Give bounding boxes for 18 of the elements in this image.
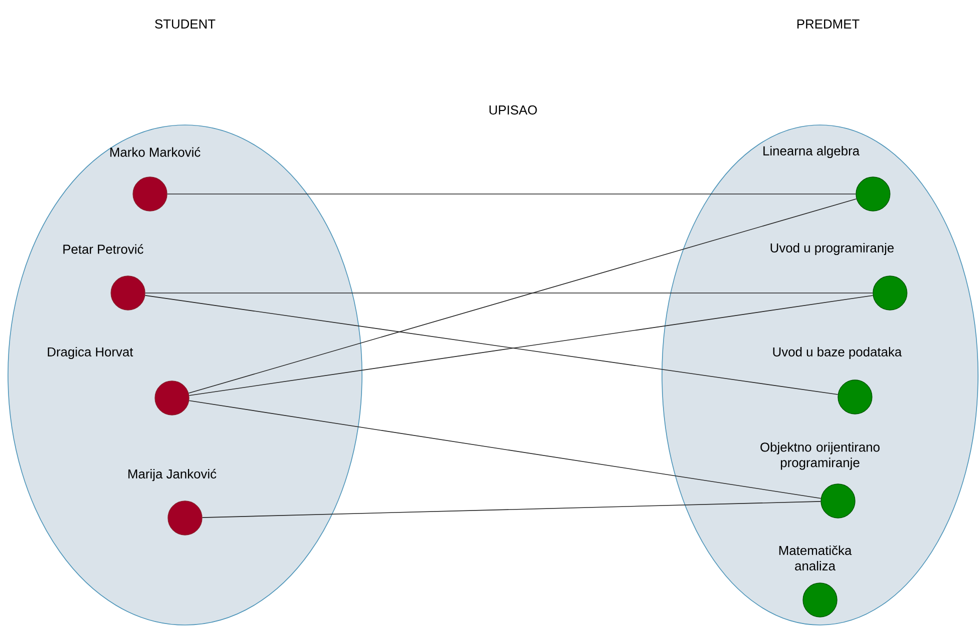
heading: PREDMET bbox=[797, 20, 860, 28]
dot-label: Linearna algebra bbox=[763, 146, 860, 158]
connector-line bbox=[188, 198, 857, 394]
heading: UPISAO bbox=[490, 105, 537, 115]
dot-label: Marko Marković bbox=[110, 147, 200, 157]
dot-label: Uvod u programiranje bbox=[770, 242, 894, 256]
dot-label: Uvod u baze podataka bbox=[773, 346, 902, 360]
connector-line bbox=[188, 400, 822, 499]
dot-label: Dragica Horvat bbox=[48, 346, 134, 360]
ellipse-set bbox=[8, 124, 362, 626]
connector-line bbox=[202, 501, 822, 518]
ellipse-set bbox=[662, 124, 978, 626]
heading: STUDENT bbox=[155, 19, 216, 29]
dot-label: Matematička analiza bbox=[779, 546, 852, 570]
dot-label: Petar Petrović bbox=[63, 244, 144, 254]
dot-label: Objektno orijentirano programiranje bbox=[760, 442, 880, 470]
dot-label: Marija Janković bbox=[128, 468, 216, 482]
connector-line bbox=[144, 292, 874, 294]
